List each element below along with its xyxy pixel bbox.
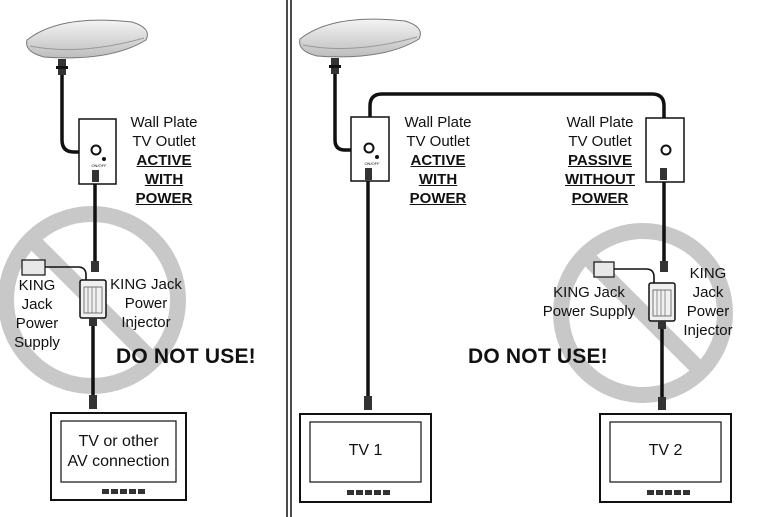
- tv-label-left: TV or other AV connection: [61, 432, 176, 472]
- injector-label-left: KING Jack Power Injector: [104, 275, 188, 332]
- power-supply-right-line1: KING Jack: [553, 284, 625, 301]
- power-supply-right: [593, 261, 655, 284]
- outlet-status-left-2: WITH: [144, 171, 184, 188]
- outlet-active-label-right: Wall Plate TV Outlet ACTIVE WITH POWER: [398, 113, 478, 208]
- power-supply-left-line3: Power: [15, 315, 59, 332]
- power-supply-right-line2: Power Supply: [542, 303, 636, 320]
- injector-left-line1: KING Jack: [110, 276, 182, 293]
- outlet-active-right-line1: Wall Plate: [404, 114, 472, 131]
- satellite-antenna-left: [26, 19, 148, 75]
- outlet-passive-right-status3: POWER: [571, 190, 629, 207]
- satellite-antenna-right: [299, 18, 421, 74]
- power-supply-left-line1: KING: [18, 277, 56, 294]
- power-injector-left: [79, 279, 107, 326]
- injector-left-line3: Injector: [121, 314, 171, 331]
- coax-cable-outlet-link: [368, 92, 666, 118]
- injector-label-right: KING Jack Power Injector: [677, 264, 739, 340]
- svg-text:ON/OFF: ON/OFF: [364, 161, 380, 166]
- outlet-active-right-status2: WITH: [418, 171, 458, 188]
- injector-right-line3: Power: [686, 303, 730, 320]
- injector-right-line4: Injector: [683, 322, 733, 339]
- injector-right-line1: KING: [689, 265, 727, 282]
- coax-cable-left-top: [60, 75, 80, 154]
- power-injector-right: [648, 282, 676, 329]
- outlet-active-right-line2: TV Outlet: [406, 133, 470, 150]
- outlet-status-left-1: ACTIVE: [136, 152, 192, 169]
- outlet-passive-right-line2: TV Outlet: [568, 133, 632, 150]
- wall-plate-passive-right: [645, 117, 685, 183]
- outlet-label-left-line1: Wall Plate: [130, 114, 198, 131]
- outlet-status-left-3: POWER: [135, 190, 193, 207]
- svg-text:ON/OFF: ON/OFF: [91, 163, 107, 168]
- tv-label-left-line2: AV connection: [67, 453, 170, 470]
- coax-cable-right-feed: [333, 74, 352, 152]
- coax-cable-left-mid: [91, 184, 99, 272]
- coax-cable-right-mid: [660, 182, 668, 272]
- wall-plate-left: ON/OFF: [78, 118, 117, 185]
- tv1-label: TV 1: [348, 442, 383, 459]
- outlet-label-left-line2: TV Outlet: [132, 133, 196, 150]
- outlet-passive-label-right: Wall Plate TV Outlet PASSIVE WITHOUT POW…: [558, 113, 642, 208]
- power-supply-left-line2: Jack: [21, 296, 53, 313]
- tv2-right: [599, 413, 732, 503]
- power-supply-left: [21, 259, 87, 281]
- coax-cable-right-bottom: [658, 329, 666, 410]
- injector-right-line2: Jack: [692, 284, 724, 301]
- panel-divider: [286, 0, 292, 517]
- wall-plate-active-right: ON/OFF: [350, 116, 390, 182]
- tv-label-left-line1: TV or other: [78, 433, 159, 450]
- outlet-active-right-status1: ACTIVE: [410, 152, 466, 169]
- power-supply-label-right: KING Jack Power Supply: [536, 283, 642, 321]
- outlet-label-left: Wall Plate TV Outlet ACTIVE WITH POWER: [124, 113, 204, 208]
- tv-left: [50, 412, 187, 501]
- tv1-right: [299, 413, 432, 503]
- power-supply-label-left: KING Jack Power Supply: [9, 276, 65, 352]
- tv2-label: TV 2: [648, 442, 683, 459]
- outlet-passive-right-line1: Wall Plate: [566, 114, 634, 131]
- coax-cable-left-bottom: [89, 326, 97, 409]
- warning-text-left: DO NOT USE!: [116, 345, 256, 368]
- outlet-active-right-status3: POWER: [409, 190, 467, 207]
- coax-cable-right-tv1: [364, 181, 372, 410]
- injector-left-line2: Power: [124, 295, 168, 312]
- power-supply-left-line4: Supply: [14, 334, 60, 351]
- outlet-passive-right-status2: WITHOUT: [565, 171, 635, 188]
- warning-text-right: DO NOT USE!: [468, 345, 608, 368]
- outlet-passive-right-status1: PASSIVE: [568, 152, 632, 169]
